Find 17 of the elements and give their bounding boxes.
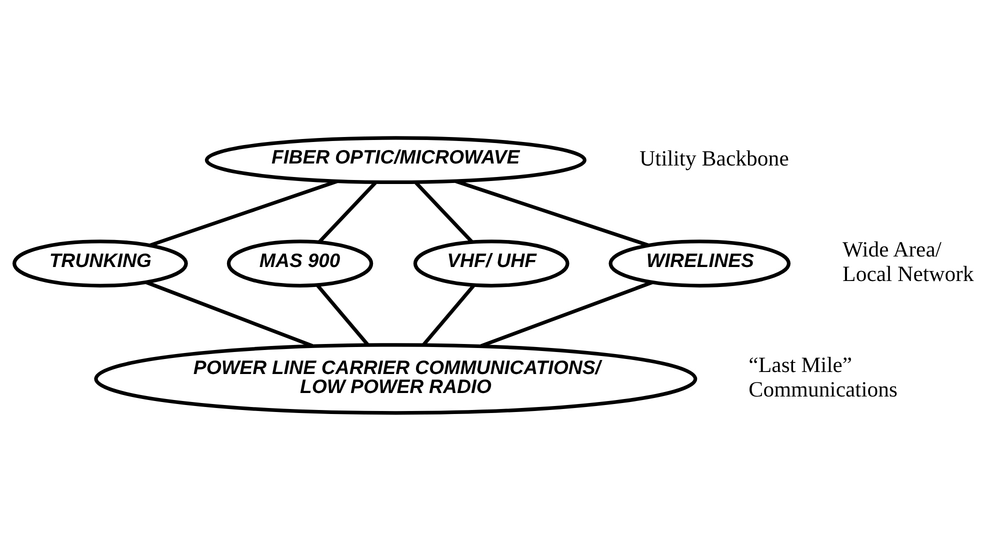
connector (148, 180, 338, 247)
connector (422, 284, 475, 346)
node-ellipse: WIRELINES (608, 240, 790, 288)
connector (317, 181, 376, 244)
node-ellipse: FIBER OPTIC/MICROWAVE (204, 136, 586, 184)
label: Wide Area/ Local Network (842, 238, 974, 286)
node-ellipse: POWER LINE CARRIER COMMUNICATIONS/ LOW POWER RADIO (94, 343, 697, 415)
connector (145, 280, 313, 348)
connector (316, 284, 369, 346)
node-ellipse: TRUNKING (12, 240, 188, 288)
label: “Last Mile” Communications (748, 353, 898, 402)
node-ellipse: VHF/ UHF (412, 240, 569, 288)
connector (414, 181, 473, 244)
label: Utility Backbone (638, 146, 788, 170)
connector (454, 180, 648, 247)
connector (480, 280, 652, 348)
node-ellipse: MAS 900 (226, 240, 373, 288)
